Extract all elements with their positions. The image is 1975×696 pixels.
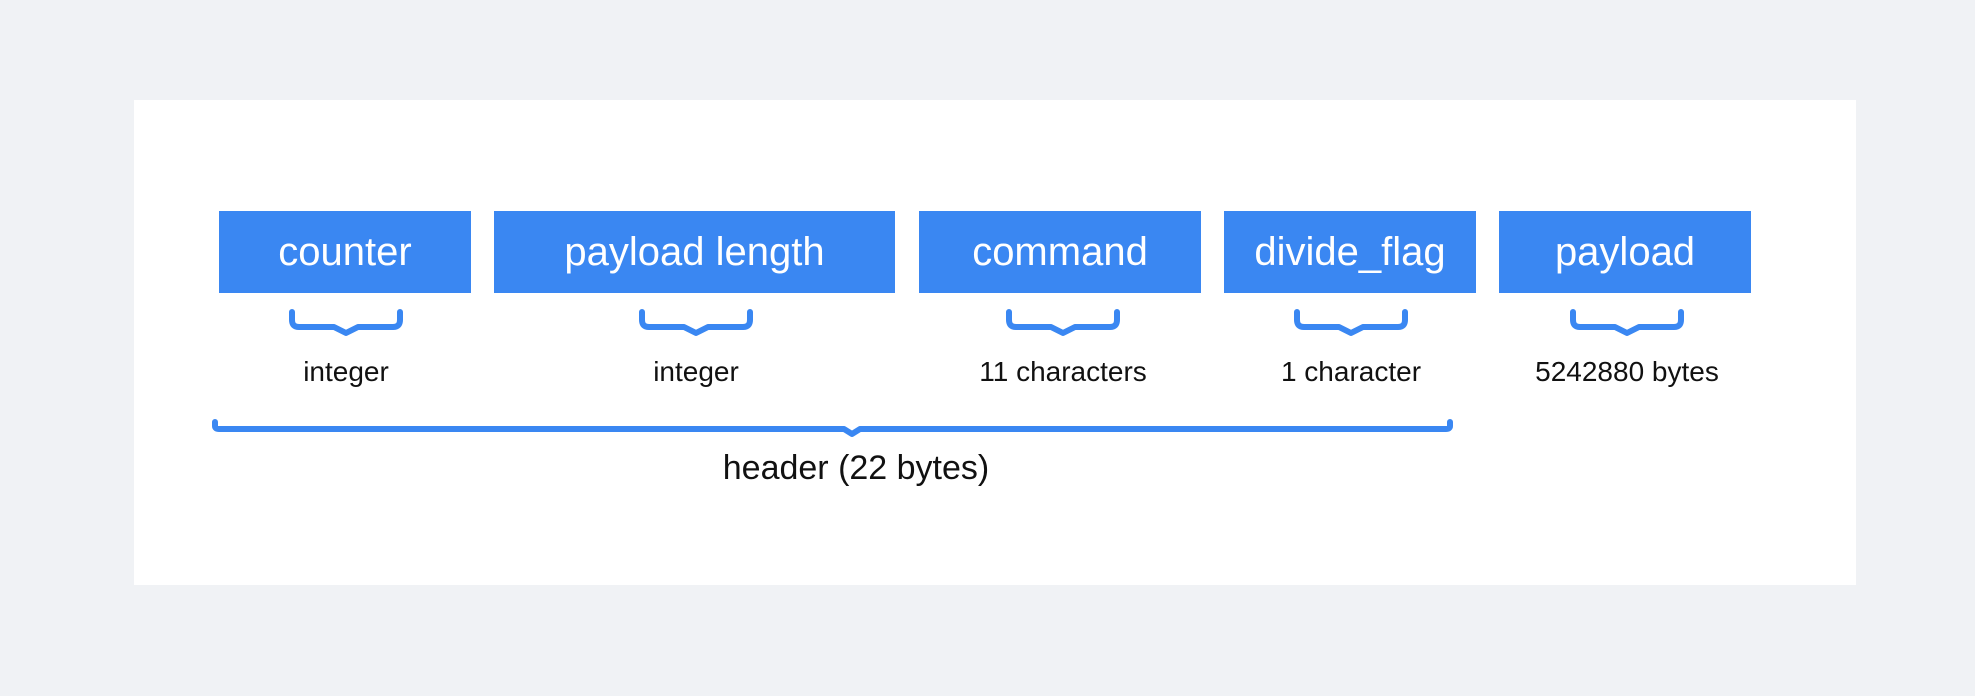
field-counter: counter xyxy=(219,211,471,293)
type-label-command: 11 characters xyxy=(979,356,1147,387)
diagram-panel xyxy=(134,100,1856,585)
field-command: command xyxy=(919,211,1201,293)
type-label-counter: integer xyxy=(303,356,389,387)
type-label-payload-length: integer xyxy=(653,356,739,387)
type-label-divide-flag: 1 character xyxy=(1280,356,1422,387)
field-payload-length: payload length xyxy=(494,211,895,293)
field-payload: payload xyxy=(1499,211,1751,293)
type-label-payload: 5242880 bytes xyxy=(1535,356,1719,387)
header-label: header (22 bytes) xyxy=(722,448,990,487)
field-divide-flag: divide_flag xyxy=(1224,211,1476,293)
